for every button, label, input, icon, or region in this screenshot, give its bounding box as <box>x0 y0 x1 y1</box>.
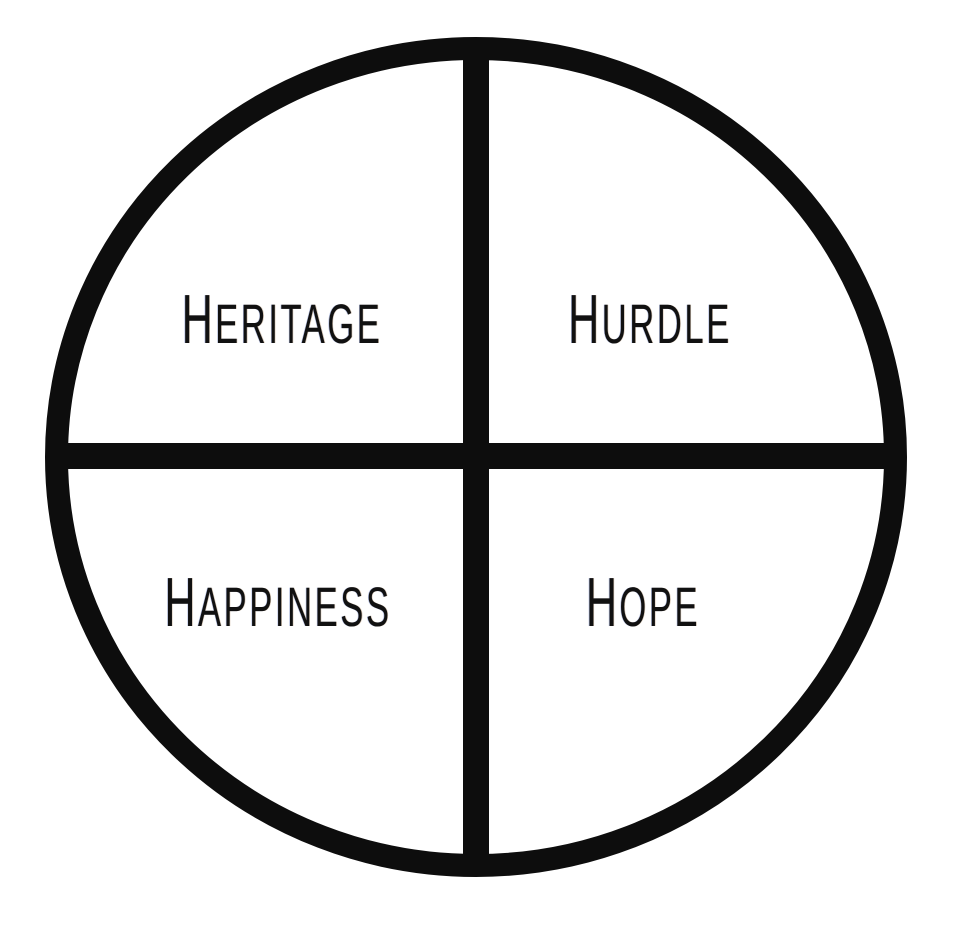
quadrant-label-top-right-initial: H <box>568 280 602 359</box>
quadrant-label-bottom-right-initial: H <box>585 563 620 642</box>
quadrant-label-top-left: HERITAGE <box>143 285 422 355</box>
quadrant-label-bottom-right: HOPE <box>564 568 723 638</box>
quadrant-label-top-right-rest: URDLE <box>601 294 732 356</box>
quadrant-label-bottom-left: HAPPINESS <box>120 568 436 638</box>
quadrant-label-top-left-rest: ERITAGE <box>215 294 383 356</box>
circle-outline <box>45 37 907 877</box>
quadrant-label-bottom-right-rest: OPE <box>619 577 701 639</box>
quadrant-label-bottom-left-rest: APPINESS <box>197 577 392 639</box>
quadrant-label-top-left-initial: H <box>181 280 216 359</box>
quadrant-label-bottom-left-initial: H <box>164 563 198 642</box>
quadrant-label-top-right: HURDLE <box>536 285 763 355</box>
